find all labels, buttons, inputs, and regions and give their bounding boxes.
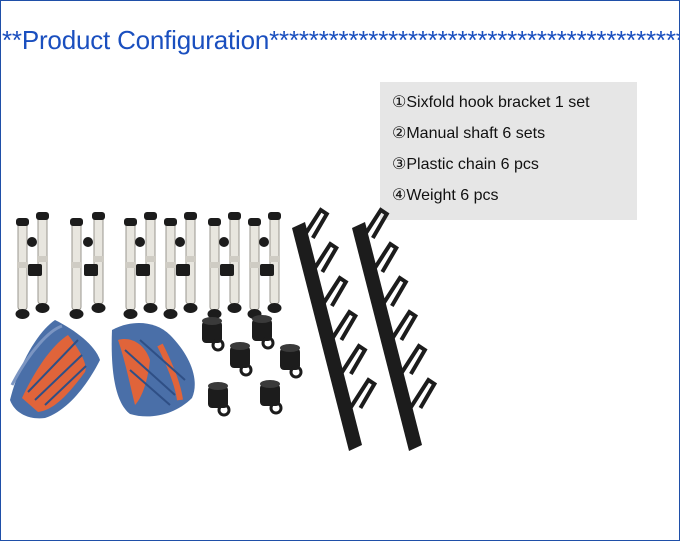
manual-shaft <box>247 218 262 319</box>
list-item-hook-bracket: ①Sixfold hook bracket 1 set <box>392 94 590 111</box>
manual-shaft <box>135 212 158 313</box>
plastic-chains <box>10 320 195 419</box>
hook-bracket <box>292 207 378 451</box>
manual-shaft <box>15 218 30 319</box>
manual-shafts <box>15 212 282 319</box>
weight <box>280 344 303 379</box>
weight <box>252 315 275 350</box>
manual-shaft <box>175 212 198 313</box>
hook-brackets <box>292 207 438 451</box>
manual-shaft <box>219 212 242 313</box>
hook-bracket <box>352 207 438 451</box>
list-item-manual-shaft: ②Manual shaft 6 sets <box>392 125 546 142</box>
manual-shaft <box>27 212 50 313</box>
list-item-weight: ④Weight 6 pcs <box>392 187 499 204</box>
manual-shaft <box>163 218 178 319</box>
manual-shaft <box>123 218 138 319</box>
weight <box>202 317 225 352</box>
manual-shaft <box>207 218 222 319</box>
list-item-plastic-chain: ③Plastic chain 6 pcs <box>392 156 539 173</box>
page-title: **Product Configuration*****************… <box>2 25 680 55</box>
title-bar: **Product Configuration*****************… <box>0 22 680 58</box>
weight <box>208 382 231 417</box>
configuration-list: ①Sixfold hook bracket 1 set ②Manual shaf… <box>380 82 637 220</box>
plastic-chain-right <box>111 323 195 417</box>
weights <box>202 315 303 417</box>
weight <box>260 380 283 415</box>
manual-shaft <box>259 212 282 313</box>
manual-shaft <box>69 218 84 319</box>
weight <box>230 342 253 377</box>
manual-shaft <box>83 212 106 313</box>
plastic-chain-left <box>10 320 100 419</box>
